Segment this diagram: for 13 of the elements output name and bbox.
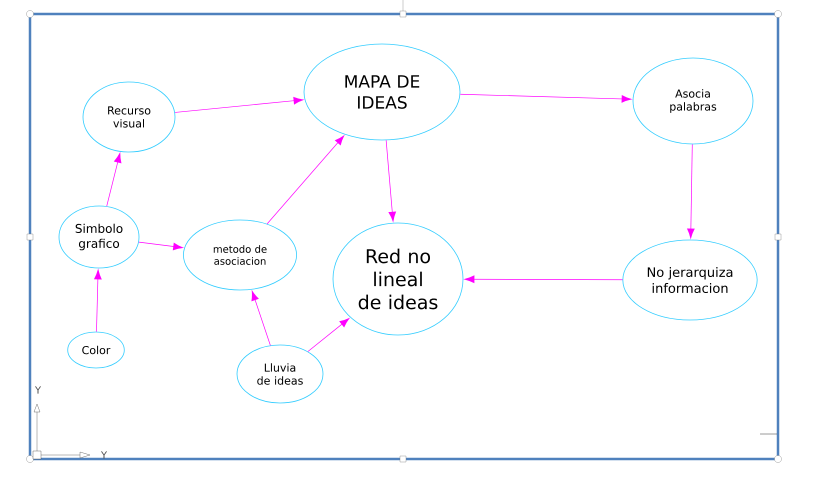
arrow: [94, 270, 102, 332]
arrow: [308, 318, 350, 352]
arrow: [251, 290, 271, 346]
arrow: [266, 135, 344, 224]
arrow: [138, 242, 184, 250]
arrow: [460, 94, 632, 103]
arrow: [386, 140, 396, 222]
arrow: [464, 276, 623, 284]
arrow: [687, 144, 695, 238]
arrow: [106, 152, 122, 207]
axis-label: Y: [34, 386, 42, 394]
arrow: [174, 96, 304, 113]
axis-label: Y: [100, 451, 108, 459]
